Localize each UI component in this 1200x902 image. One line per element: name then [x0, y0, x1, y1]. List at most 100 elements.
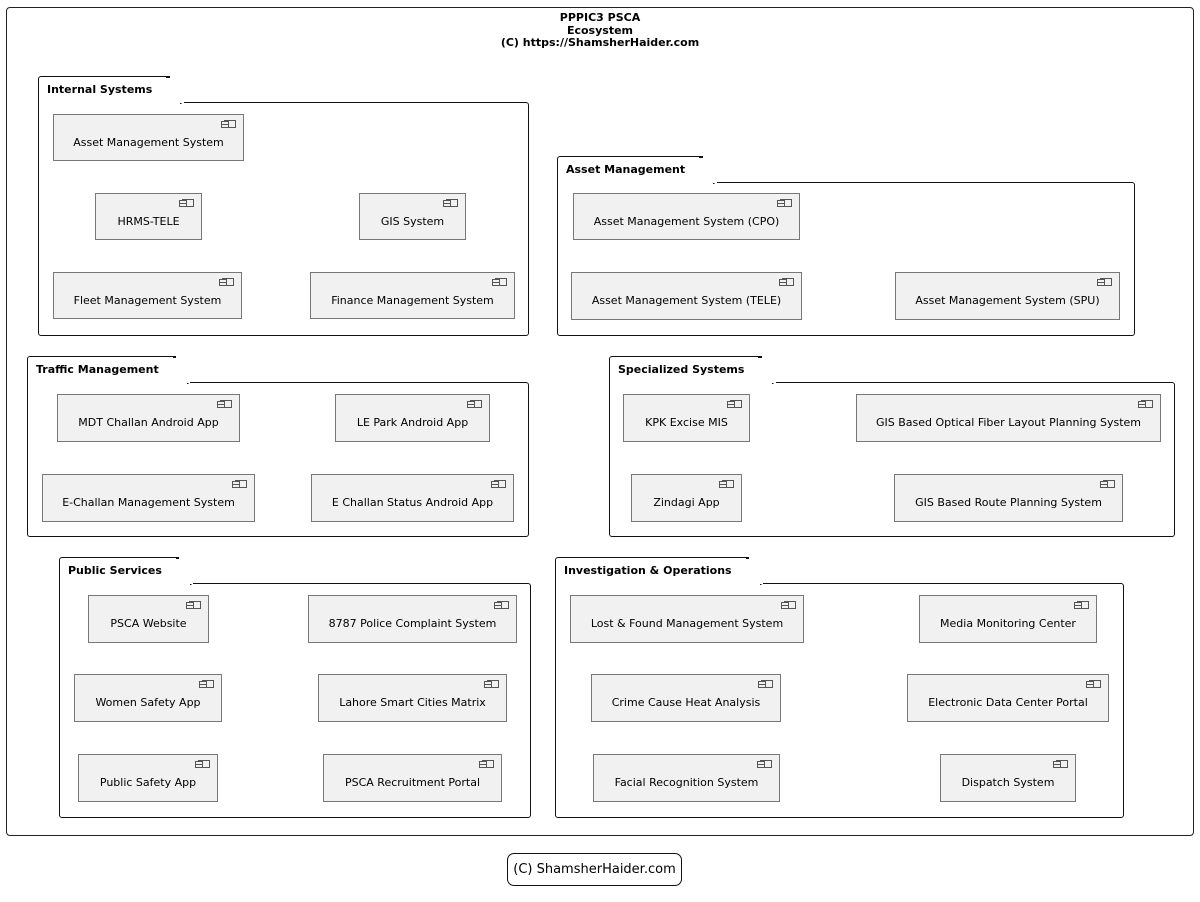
tab-edge	[745, 557, 762, 585]
component[interactable]: Asset Management System (SPU)	[895, 272, 1120, 320]
component-label: HRMS-TELE	[117, 214, 180, 228]
component-label: GIS Based Route Planning System	[915, 496, 1102, 509]
component[interactable]: KPK Excise MIS	[623, 394, 750, 442]
component[interactable]: E-Challan Management System	[42, 474, 255, 522]
component-icon	[232, 480, 247, 488]
component[interactable]: GIS Based Route Planning System	[894, 474, 1123, 522]
package-name: Specialized Systems	[618, 363, 745, 376]
package-tab: Public Services	[59, 556, 194, 585]
component-icon	[467, 400, 482, 408]
component[interactable]: Women Safety App	[74, 674, 222, 722]
component-label: Facial Recognition System	[614, 776, 759, 789]
component-label: Asset Management System (TELE)	[591, 294, 782, 307]
component-icon	[221, 120, 236, 128]
component-icon	[719, 480, 734, 488]
component-label: Lost & Found Management System	[590, 617, 784, 630]
component[interactable]: Crime Cause Heat Analysis	[591, 674, 781, 722]
title-line: Ecosystem	[566, 23, 634, 37]
component-label: Crime Cause Heat Analysis	[611, 696, 761, 709]
component-label: LE Park Android App	[356, 416, 469, 429]
component-icon	[479, 760, 494, 768]
component[interactable]: MDT Challan Android App	[57, 394, 240, 442]
component-label: Asset Management System (SPU)	[915, 294, 1100, 307]
component-icon	[195, 760, 210, 768]
component-label: GIS System	[380, 214, 445, 228]
package-tab: Asset Management	[557, 155, 717, 184]
component[interactable]: 8787 Police Complaint System	[308, 595, 517, 643]
component[interactable]: Asset Management System (TELE)	[571, 272, 802, 320]
component[interactable]: Dispatch System	[940, 754, 1076, 802]
package-specialized-systems: Specialized Systems KPK Excise MIS GIS B…	[609, 355, 1175, 537]
component-label: Public Safety App	[99, 776, 197, 789]
component[interactable]: PSCA Recruitment Portal	[323, 754, 502, 802]
component-icon	[217, 400, 232, 408]
component[interactable]: PSCA Website	[88, 595, 209, 643]
component[interactable]: GIS System	[359, 193, 466, 240]
tab-edge	[172, 356, 189, 384]
component[interactable]: Fleet Management System	[53, 272, 242, 319]
component[interactable]: E Challan Status Android App	[311, 474, 514, 522]
package-tab: Specialized Systems	[609, 355, 777, 384]
component-icon	[758, 680, 773, 688]
package-tab: Traffic Management	[27, 355, 190, 384]
component-icon	[1086, 680, 1101, 688]
component[interactable]: Asset Management System	[53, 114, 244, 161]
component-label: E Challan Status Android App	[331, 496, 494, 509]
package-name: Investigation & Operations	[564, 564, 732, 577]
component-icon	[779, 278, 794, 286]
package-name: Asset Management	[566, 163, 686, 176]
footer-credit: (C) ShamsherHaider.com	[507, 853, 682, 886]
component[interactable]: Zindagi App	[631, 474, 742, 522]
footer-text: (C) ShamsherHaider.com	[513, 862, 676, 877]
component-icon	[492, 278, 507, 286]
component[interactable]: Finance Management System	[310, 272, 515, 319]
component-label: Fleet Management System	[73, 293, 222, 307]
title-line: PPPIC3 PSCA	[559, 11, 641, 24]
component[interactable]: Lahore Smart Cities Matrix	[318, 674, 507, 722]
package-name: Internal Systems	[47, 83, 153, 96]
component[interactable]: Electronic Data Center Portal	[907, 674, 1109, 722]
component-icon	[491, 480, 506, 488]
component-label: Zindagi App	[653, 496, 720, 509]
component-icon	[1053, 760, 1068, 768]
component-label: E-Challan Management System	[62, 496, 235, 509]
component-icon	[219, 278, 234, 286]
component[interactable]: Lost & Found Management System	[570, 595, 804, 643]
component[interactable]: Public Safety App	[78, 754, 218, 802]
component-label: KPK Excise MIS	[645, 416, 728, 429]
component-icon	[781, 601, 796, 609]
component-label: 8787 Police Complaint System	[328, 617, 497, 630]
tab-edge	[758, 356, 775, 384]
component[interactable]: GIS Based Optical Fiber Layout Planning …	[856, 394, 1161, 442]
component[interactable]: Facial Recognition System	[593, 754, 780, 802]
component-label: GIS Based Optical Fiber Layout Planning …	[875, 416, 1141, 429]
diagram-frame	[6, 7, 1194, 836]
component-label: Asset Management System	[73, 135, 224, 149]
component-icon	[484, 680, 499, 688]
component-icon	[1074, 601, 1089, 609]
diagram-title: PPPIC3 PSCA Ecosystem (C) https://Shamsh…	[0, 11, 1200, 50]
package-asset-management: Asset Management Asset Management System…	[557, 155, 1135, 336]
package-internal-systems: Internal Systems Asset Management System…	[38, 75, 529, 336]
component-icon	[186, 601, 201, 609]
component-icon	[727, 400, 742, 408]
component-icon	[199, 680, 214, 688]
tab-edge	[175, 557, 192, 585]
component-icon	[1097, 278, 1112, 286]
tab-edge	[166, 76, 183, 104]
component-icon	[443, 199, 458, 207]
package-tab: Investigation & Operations	[555, 556, 763, 585]
component-label: Media Monitoring Center	[940, 617, 1076, 630]
component[interactable]: Media Monitoring Center	[919, 595, 1097, 643]
package-name: Traffic Management	[36, 363, 159, 376]
component-icon	[1138, 400, 1153, 408]
package-name: Public Services	[68, 564, 162, 577]
component[interactable]: Asset Management System (CPO)	[573, 193, 800, 240]
component[interactable]: HRMS-TELE	[95, 193, 202, 240]
component-icon	[494, 601, 509, 609]
package-tab: Internal Systems	[38, 75, 185, 104]
component-label: Dispatch System	[961, 776, 1055, 789]
title-line: (C) https://ShamsherHaider.com	[500, 36, 700, 49]
tab-edge	[699, 156, 715, 184]
component[interactable]: LE Park Android App	[335, 394, 490, 442]
